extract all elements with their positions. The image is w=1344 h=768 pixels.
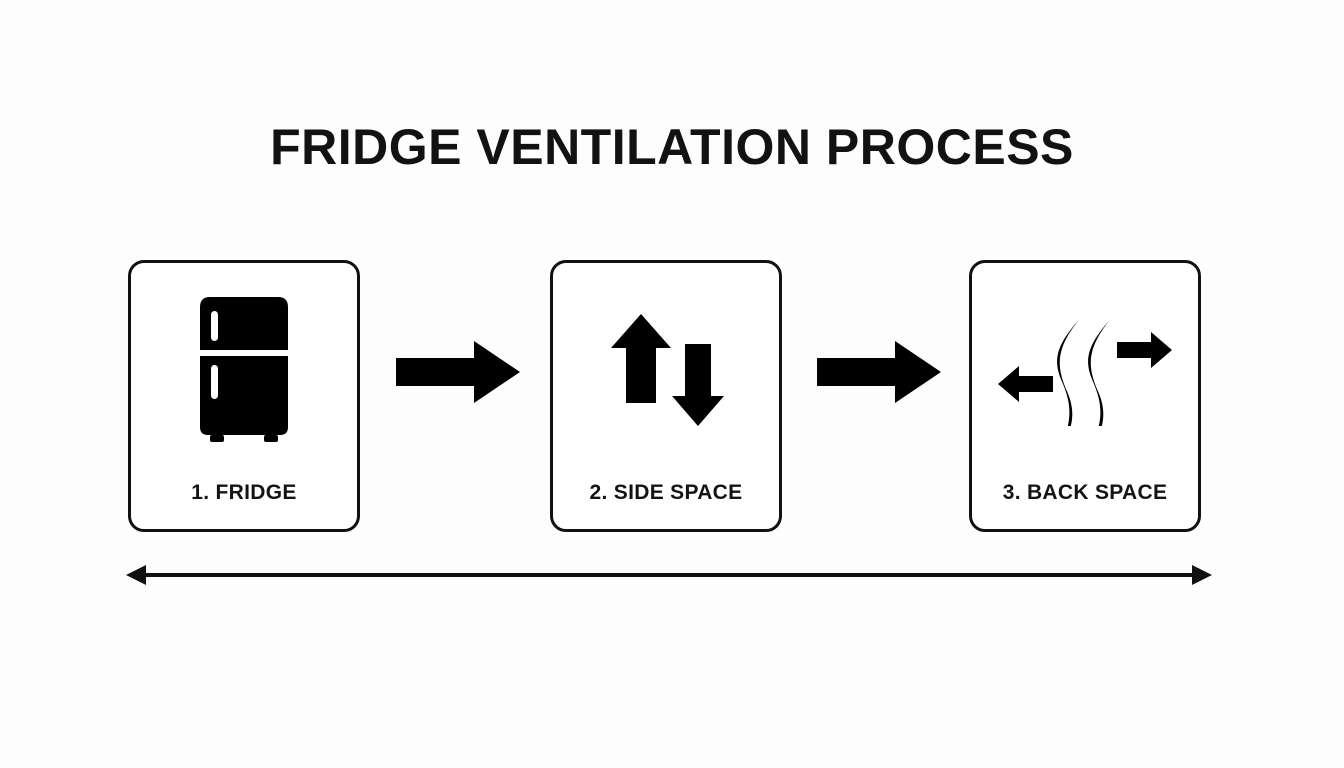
step-card-side-space[interactable]: 2. SIDE SPACE — [550, 260, 782, 532]
step-card-fridge[interactable]: 1. FRIDGE — [128, 260, 360, 532]
double-headed-arrow-icon — [126, 558, 1212, 592]
page-title: FRIDGE VENTILATION PROCESS — [270, 119, 1074, 175]
step-card-label: 2. SIDE SPACE — [589, 481, 743, 504]
up-down-arrows-icon — [553, 285, 779, 455]
refrigerator-icon — [131, 285, 357, 455]
heat-waves-icon — [972, 285, 1198, 455]
step-card-label: 3. BACK SPACE — [1002, 481, 1168, 504]
step-card-back-space[interactable]: 3. BACK SPACE — [969, 260, 1201, 532]
step-card-label: 1. FRIDGE — [191, 481, 297, 504]
connector-arrow-step-1-to-2 — [396, 341, 520, 403]
connector-arrow-step-2-to-3 — [817, 341, 941, 403]
